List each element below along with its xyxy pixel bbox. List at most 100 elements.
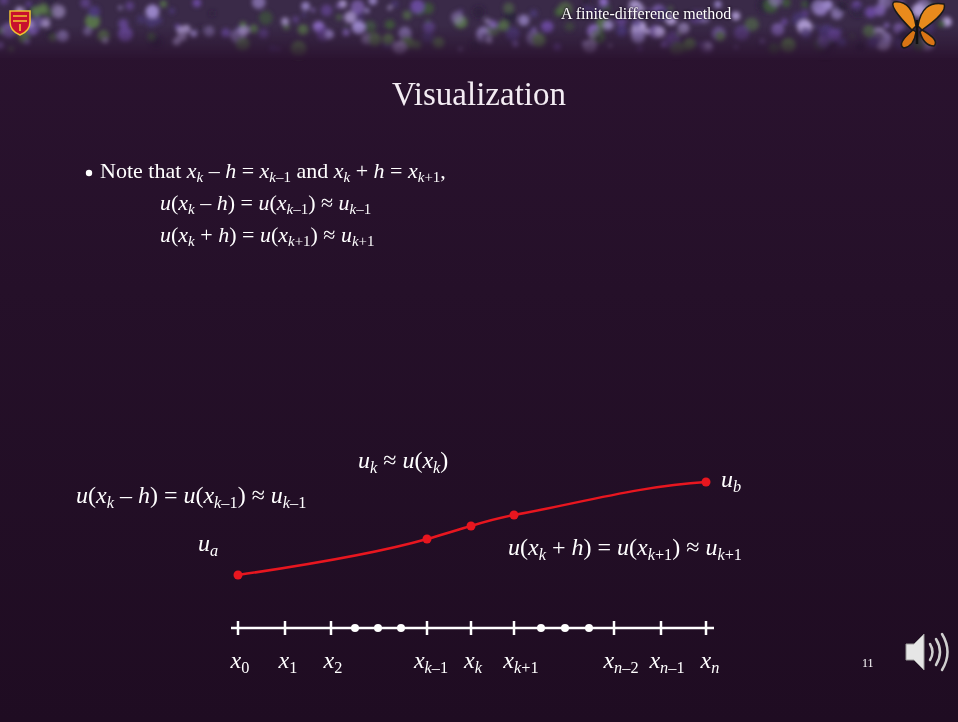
speaker-icon <box>906 634 948 670</box>
axis-line <box>231 627 714 630</box>
flower-blob <box>125 2 134 11</box>
flower-blob <box>582 0 590 4</box>
flower-blob <box>160 0 167 7</box>
ellipsis-dot <box>537 624 545 632</box>
axis-tick <box>237 621 240 635</box>
bullet-dot <box>86 170 92 176</box>
flower-blob <box>781 0 790 7</box>
flower-blob <box>336 3 342 9</box>
curve-points <box>234 478 711 580</box>
flower-blob <box>292 16 298 22</box>
flower-blob <box>865 7 876 18</box>
flower-blob <box>0 0 9 5</box>
flower-blob <box>32 16 43 27</box>
axis-tick <box>705 621 708 635</box>
curve-point <box>702 478 711 487</box>
x-axis <box>231 621 714 635</box>
butterfly-wing <box>920 30 936 46</box>
flower-blob <box>837 2 847 12</box>
axis-ticks <box>238 621 706 635</box>
flower-blob <box>391 0 399 8</box>
flower-blob <box>31 7 41 17</box>
grid-label: x0 <box>231 646 250 677</box>
curve-point <box>234 571 243 580</box>
flower-blob <box>530 9 538 17</box>
section-header: A finite-difference method <box>561 4 731 23</box>
flower-blob <box>451 11 464 24</box>
flower-blob <box>193 0 202 7</box>
flower-blob <box>851 5 864 18</box>
butterfly-wing <box>918 3 945 30</box>
flower-blob <box>503 2 514 13</box>
grid-label: x1 <box>279 646 298 677</box>
flower-blob <box>369 0 378 5</box>
flower-blob <box>137 15 146 24</box>
axis-tick <box>284 621 287 635</box>
flower-blob <box>336 14 342 20</box>
equation-line: u(xk + h) = u(xk+1) ≈ uk+1 <box>160 222 375 251</box>
flower-blob <box>403 10 412 19</box>
shield-body <box>10 11 30 35</box>
ellipsis-dot <box>561 624 569 632</box>
flower-blob <box>878 0 892 8</box>
ellipsis-dot <box>374 624 382 632</box>
curve-point <box>467 522 476 531</box>
ellipsis-dot <box>351 624 359 632</box>
flower-blob <box>281 18 289 26</box>
flower-blob <box>364 8 369 13</box>
band-fade <box>0 26 958 60</box>
grid-label: xk+1 <box>503 646 538 677</box>
flower-blob <box>80 0 90 8</box>
flower-band <box>0 0 958 60</box>
point-label: uk ≈ u(xk) <box>358 446 448 477</box>
flower-blob <box>599 0 608 6</box>
university-shield <box>10 11 30 35</box>
flower-blob <box>812 0 828 16</box>
flower-blob <box>302 12 307 17</box>
point-label: u(xk – h) = u(xk–1) ≈ uk–1 <box>76 481 306 512</box>
flower-blob <box>321 5 333 17</box>
butterfly-wing <box>901 30 916 48</box>
axis-tick <box>330 621 333 635</box>
axis-tick <box>513 621 516 635</box>
sound-wave <box>930 644 933 660</box>
boundary-label: ub <box>721 465 741 496</box>
flower-blob <box>769 0 782 6</box>
axis-tick <box>426 621 429 635</box>
boundary-label: ua <box>198 529 218 560</box>
sound-wave <box>942 634 948 670</box>
flower-blob <box>781 18 788 25</box>
grid-label: xk–1 <box>414 646 448 677</box>
page-number: 11 <box>862 656 874 670</box>
curve-point <box>510 511 519 520</box>
flower-blob <box>732 12 741 21</box>
grid-label: xk <box>464 646 482 677</box>
curve-point <box>423 535 432 544</box>
slide-title-row: Visualization <box>0 76 958 113</box>
flower-blob <box>145 5 159 19</box>
flower-blob <box>118 5 123 10</box>
grid-label: xn–2 <box>603 646 638 677</box>
flower-blob <box>26 2 31 7</box>
butterfly-body <box>916 20 919 44</box>
flower-blob <box>311 8 315 12</box>
flower-blob <box>259 11 273 25</box>
flower-blob <box>52 5 66 19</box>
equation-line: u(xk – h) = u(xk–1) ≈ uk–1 <box>160 190 371 219</box>
flower-blob <box>301 2 310 11</box>
axis-tick <box>613 621 616 635</box>
ellipsis-dot <box>397 624 405 632</box>
grid-label: xn <box>701 646 720 677</box>
shield-marks <box>13 16 27 31</box>
flower-blob <box>209 11 215 17</box>
ellipsis-dots <box>351 624 593 632</box>
flower-blob <box>169 8 175 14</box>
slide-title: Visualization <box>392 76 566 112</box>
bullet-text: Note that xk – h = xk–1 and xk + h = xk+… <box>100 158 446 187</box>
butterfly-wing <box>893 2 916 30</box>
axis-tick <box>660 621 663 635</box>
flower-blob <box>351 0 365 14</box>
flower-blob <box>410 0 424 14</box>
axis-tick <box>470 621 473 635</box>
